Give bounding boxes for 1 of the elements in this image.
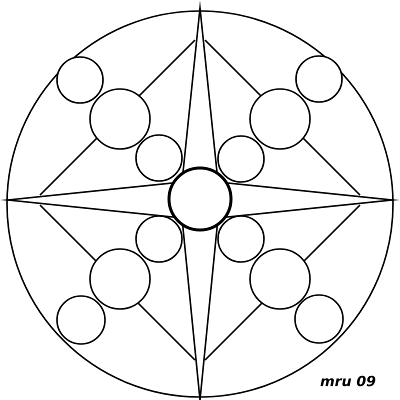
signature: mru 09 bbox=[320, 376, 376, 386]
